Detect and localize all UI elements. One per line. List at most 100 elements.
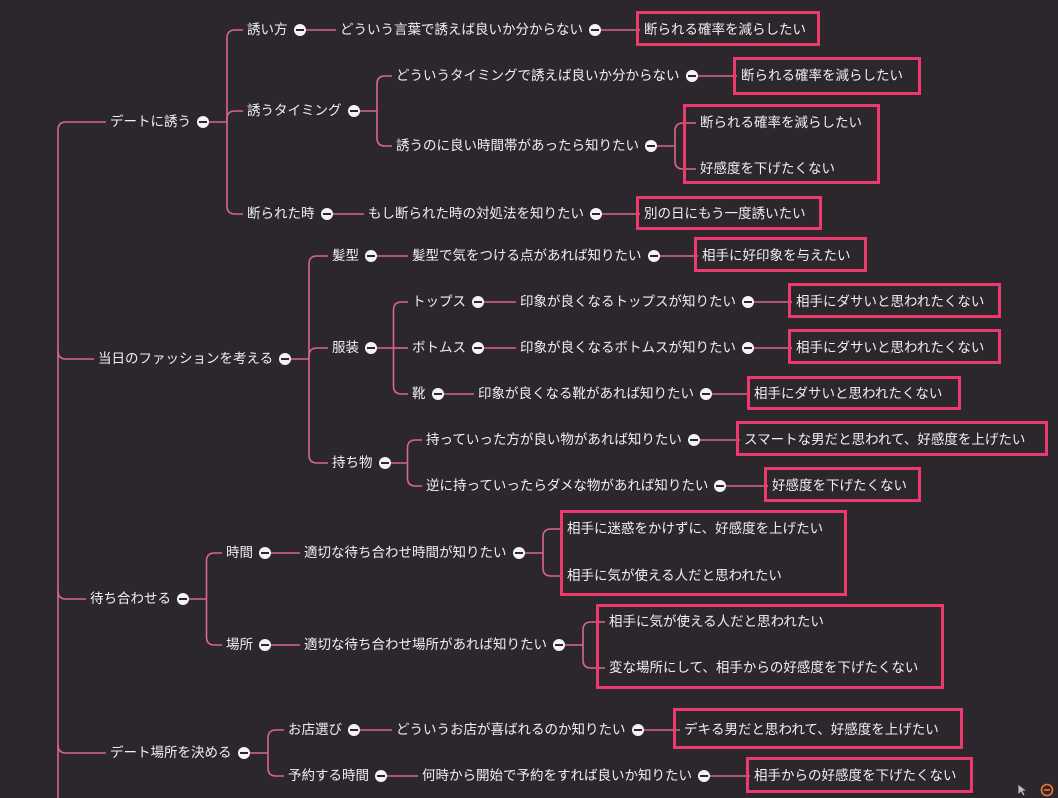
- collapse-minus-icon[interactable]: [648, 250, 660, 262]
- connector-line: [674, 146, 696, 170]
- collapse-minus-icon[interactable]: [259, 639, 271, 651]
- topic-meeting[interactable]: 待ち合わせる: [88, 590, 173, 608]
- collapse-minus-icon[interactable]: [472, 342, 484, 354]
- connector-line: [205, 599, 222, 646]
- collapse-minus-icon[interactable]: [197, 116, 209, 128]
- subtopic-reservation-time[interactable]: 予約する時間: [286, 767, 371, 785]
- goal-node[interactable]: 相手に迷惑をかけずに、好感度を上げたい: [565, 520, 826, 538]
- connector-line: [57, 590, 86, 600]
- goal-node[interactable]: 相手からの好感度を下げたくない: [752, 767, 959, 785]
- subtopic-belongings[interactable]: 持ち物: [330, 454, 375, 472]
- subtopic-invite-timing[interactable]: 誘うタイミング: [245, 102, 344, 120]
- subtopic-bottoms[interactable]: ボトムス: [410, 339, 468, 357]
- question-node[interactable]: 印象が良くなるボトムスが知りたい: [518, 339, 738, 357]
- subtopic-time[interactable]: 時間: [224, 544, 255, 562]
- collapse-minus-icon[interactable]: [714, 480, 726, 492]
- collapse-minus-icon[interactable]: [432, 388, 444, 400]
- goal-node[interactable]: 相手にダサいと思われたくない: [794, 339, 987, 357]
- goal-node[interactable]: デキる男だと思われて、好感度を上げたい: [682, 721, 941, 739]
- goal-node[interactable]: 相手に好印象を与えたい: [700, 247, 853, 265]
- subtopic-tops[interactable]: トップス: [410, 293, 468, 311]
- connector-line: [57, 744, 106, 754]
- goal-node[interactable]: 相手にダサいと思われたくない: [752, 385, 945, 403]
- collapse-minus-icon[interactable]: [365, 342, 377, 354]
- collapse-minus-icon[interactable]: [321, 208, 333, 220]
- subtopic-how-to-invite[interactable]: 誘い方: [245, 21, 290, 39]
- goal-node[interactable]: 相手にダサいと思われたくない: [794, 293, 987, 311]
- topic-date-place[interactable]: デート場所を決める: [108, 744, 234, 762]
- question-node[interactable]: もし断られた時の対処法を知りたい: [366, 205, 586, 223]
- collapse-minus-icon[interactable]: [645, 140, 657, 152]
- connector-line: [376, 75, 392, 111]
- question-node[interactable]: どういうタイミングで誘えば良いか分からない: [394, 67, 682, 85]
- connector-line: [406, 439, 422, 463]
- collapse-minus-icon[interactable]: [177, 593, 189, 605]
- question-node[interactable]: どういう言葉で誘えば良いか分からない: [338, 21, 585, 39]
- collapse-minus-icon[interactable]: [375, 770, 387, 782]
- question-node[interactable]: 印象が良くなる靴があれば知りたい: [476, 385, 696, 403]
- connector-line: [226, 110, 243, 122]
- connector-line: [582, 645, 605, 669]
- goal-node[interactable]: 断られる確率を減らしたい: [642, 21, 808, 39]
- question-node[interactable]: 印象が良くなるトップスが知りたい: [518, 293, 738, 311]
- connector-line: [226, 29, 243, 122]
- goal-node[interactable]: 断られる確率を減らしたい: [698, 114, 864, 132]
- question-node[interactable]: 適切な待ち合わせ時間が知りたい: [302, 544, 509, 562]
- question-node[interactable]: 誘うのに良い時間帯があったら知りたい: [394, 137, 641, 155]
- subtopic-when-rejected[interactable]: 断られた時: [245, 205, 317, 223]
- question-node[interactable]: どういうお店が喜ばれるのか知りたい: [394, 721, 628, 739]
- connector-line: [308, 347, 328, 359]
- goal-node[interactable]: 好感度を下げたくない: [698, 160, 837, 178]
- question-node[interactable]: 適切な待ち合わせ場所があれば知りたい: [302, 636, 549, 654]
- collapse-minus-icon[interactable]: [700, 388, 712, 400]
- collapse-minus-icon[interactable]: [688, 434, 700, 446]
- connector-line: [308, 255, 328, 359]
- goal-node[interactable]: 相手に気が使える人だと思われたい: [607, 613, 826, 631]
- subtopic-shoes[interactable]: 靴: [410, 385, 428, 403]
- collapse-minus-icon[interactable]: [348, 105, 360, 117]
- goal-node[interactable]: 断られる確率を減らしたい: [739, 67, 905, 85]
- subtopic-clothing[interactable]: 服装: [330, 339, 361, 357]
- collapse-minus-icon[interactable]: [589, 24, 601, 36]
- goal-node[interactable]: 好感度を下げたくない: [770, 477, 909, 495]
- connector-line: [406, 463, 422, 487]
- goal-node[interactable]: 相手に気が使える人だと思われたい: [565, 567, 784, 585]
- collapse-minus-icon[interactable]: [742, 296, 754, 308]
- collapse-minus-icon[interactable]: [238, 747, 250, 759]
- collapse-minus-icon[interactable]: [698, 770, 710, 782]
- collapse-minus-icon[interactable]: [348, 724, 360, 736]
- question-node[interactable]: 髪型で気をつける点があれば知りたい: [410, 247, 644, 265]
- question-node[interactable]: 逆に持っていったらダメな物があれば知りたい: [424, 477, 711, 495]
- connector-line: [57, 350, 94, 360]
- connector-line: [392, 348, 408, 395]
- collapse-minus-icon[interactable]: [472, 296, 484, 308]
- subtopic-shop-selection[interactable]: お店選び: [286, 721, 344, 739]
- connector-line: [376, 111, 392, 147]
- collapse-minus-icon[interactable]: [632, 724, 644, 736]
- collapse-minus-icon[interactable]: [553, 639, 565, 651]
- collapse-minus-icon[interactable]: [259, 547, 271, 559]
- collapse-minus-icon[interactable]: [379, 457, 391, 469]
- question-node[interactable]: 何時から開始で予約をすれば良いか知りたい: [420, 767, 694, 785]
- connector-line: [392, 301, 408, 348]
- collapse-minus-icon[interactable]: [590, 208, 602, 220]
- topic-invite-date[interactable]: デートに誘う: [108, 113, 193, 131]
- connector-line: [57, 121, 106, 131]
- collapse-minus-icon[interactable]: [279, 353, 291, 365]
- connector-line: [205, 552, 222, 599]
- goal-node[interactable]: 変な場所にして、相手からの好感度を下げたくない: [607, 659, 921, 677]
- connector-line: [267, 729, 284, 753]
- collapse-minus-icon[interactable]: [365, 250, 377, 262]
- collapse-minus-icon[interactable]: [742, 342, 754, 354]
- question-node[interactable]: 持っていった方が良い物があれば知りたい: [424, 431, 684, 449]
- collapse-minus-icon[interactable]: [294, 24, 306, 36]
- collapse-minus-icon[interactable]: [513, 547, 525, 559]
- collapse-minus-icon[interactable]: [686, 70, 698, 82]
- subtopic-place[interactable]: 場所: [224, 636, 255, 654]
- mouse-pointer-icon[interactable]: [1015, 783, 1029, 797]
- goal-node[interactable]: 別の日にもう一度誘いたい: [642, 205, 808, 223]
- subtopic-hairstyle[interactable]: 髪型: [330, 247, 361, 265]
- zoom-out-icon[interactable]: [1040, 783, 1054, 797]
- goal-node[interactable]: スマートな男だと思われて、好感度を上げたい: [742, 431, 1028, 449]
- topic-fashion[interactable]: 当日のファッションを考える: [96, 350, 276, 368]
